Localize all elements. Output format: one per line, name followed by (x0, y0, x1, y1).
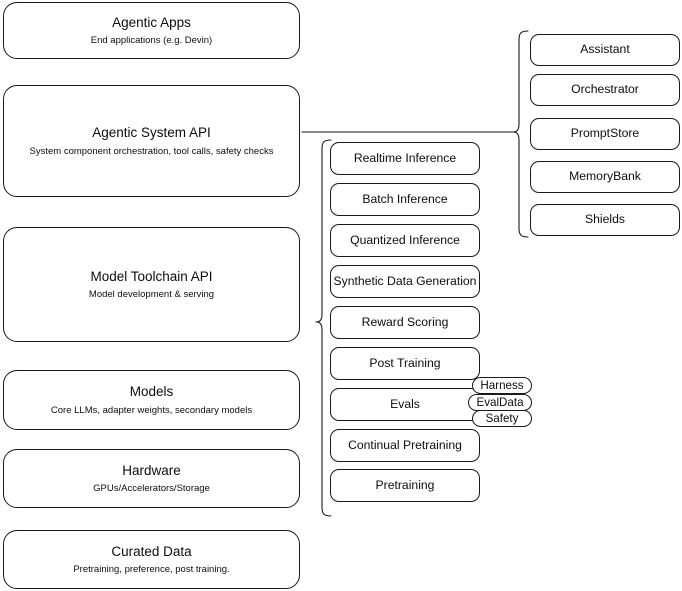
layer-title: Agentic System API (92, 125, 211, 141)
component-memorybank[interactable]: MemoryBank (530, 161, 680, 193)
capability-label: Post Training (369, 355, 441, 370)
evals-tag-label: EvalData (476, 396, 524, 409)
layer-subtitle: End applications (e.g. Devin) (90, 35, 213, 47)
capability-reward-scoring[interactable]: Reward Scoring (330, 306, 480, 339)
capability-quantized-inference[interactable]: Quantized Inference (330, 224, 480, 257)
evals-tag-label: Safety (485, 412, 519, 425)
brace-system-components (512, 30, 529, 238)
capability-label: Realtime Inference (353, 150, 457, 165)
component-shields[interactable]: Shields (530, 204, 680, 236)
layer-agentic-apps[interactable]: Agentic Apps End applications (e.g. Devi… (3, 2, 300, 59)
capability-label: Pretraining (375, 477, 435, 492)
capability-evals[interactable]: Evals (330, 388, 480, 421)
component-label: Orchestrator (571, 82, 639, 97)
layer-subtitle: GPUs/Accelerators/Storage (93, 483, 210, 495)
capability-post-training[interactable]: Post Training (330, 347, 480, 380)
capability-label: Quantized Inference (350, 232, 460, 247)
component-promptstore[interactable]: PromptStore (530, 118, 680, 150)
component-label: Assistant (580, 42, 630, 57)
capability-continual-pretraining[interactable]: Continual Pretraining (330, 429, 480, 462)
layer-hardware[interactable]: Hardware GPUs/Accelerators/Storage (3, 449, 300, 508)
evals-tag-evaldata[interactable]: EvalData (468, 394, 532, 411)
component-label: Shields (585, 212, 625, 227)
layer-subtitle: Model development & serving (88, 289, 215, 301)
component-label: MemoryBank (569, 169, 641, 184)
capability-realtime-inference[interactable]: Realtime Inference (330, 142, 480, 175)
capability-label: Batch Inference (362, 191, 448, 206)
layer-agentic-system-api[interactable]: Agentic System API System component orch… (3, 85, 300, 197)
capability-synthetic-data-generation[interactable]: Synthetic Data Generation (330, 265, 480, 298)
component-label: PromptStore (570, 126, 640, 141)
layer-title: Agentic Apps (112, 14, 191, 30)
capability-pretraining[interactable]: Pretraining (330, 469, 480, 502)
layer-title: Hardware (122, 462, 181, 478)
capability-label: Continual Pretraining (348, 437, 462, 452)
evals-tag-safety[interactable]: Safety (472, 410, 532, 427)
layer-model-toolchain-api[interactable]: Model Toolchain API Model development & … (3, 227, 300, 342)
layer-title: Models (129, 384, 174, 400)
capability-label: Synthetic Data Generation (333, 273, 477, 288)
capability-label: Evals (390, 396, 420, 411)
layer-title: Model Toolchain API (90, 268, 213, 284)
evals-tag-label: Harness (480, 379, 524, 392)
capability-batch-inference[interactable]: Batch Inference (330, 183, 480, 216)
layer-models[interactable]: Models Core LLMs, adapter weights, secon… (3, 370, 300, 430)
layer-subtitle: Pretraining, preference, post training. (73, 564, 230, 576)
layer-title: Curated Data (111, 543, 192, 559)
component-orchestrator[interactable]: Orchestrator (530, 74, 680, 106)
layer-subtitle: Core LLMs, adapter weights, secondary mo… (50, 404, 253, 416)
evals-tag-harness[interactable]: Harness (472, 377, 532, 394)
component-assistant[interactable]: Assistant (530, 34, 680, 66)
capability-label: Reward Scoring (361, 314, 449, 329)
layer-curated-data[interactable]: Curated Data Pretraining, preference, po… (3, 530, 300, 589)
layer-subtitle: System component orchestration, tool cal… (29, 145, 274, 157)
brace-toolchain-capabilities (315, 139, 332, 517)
